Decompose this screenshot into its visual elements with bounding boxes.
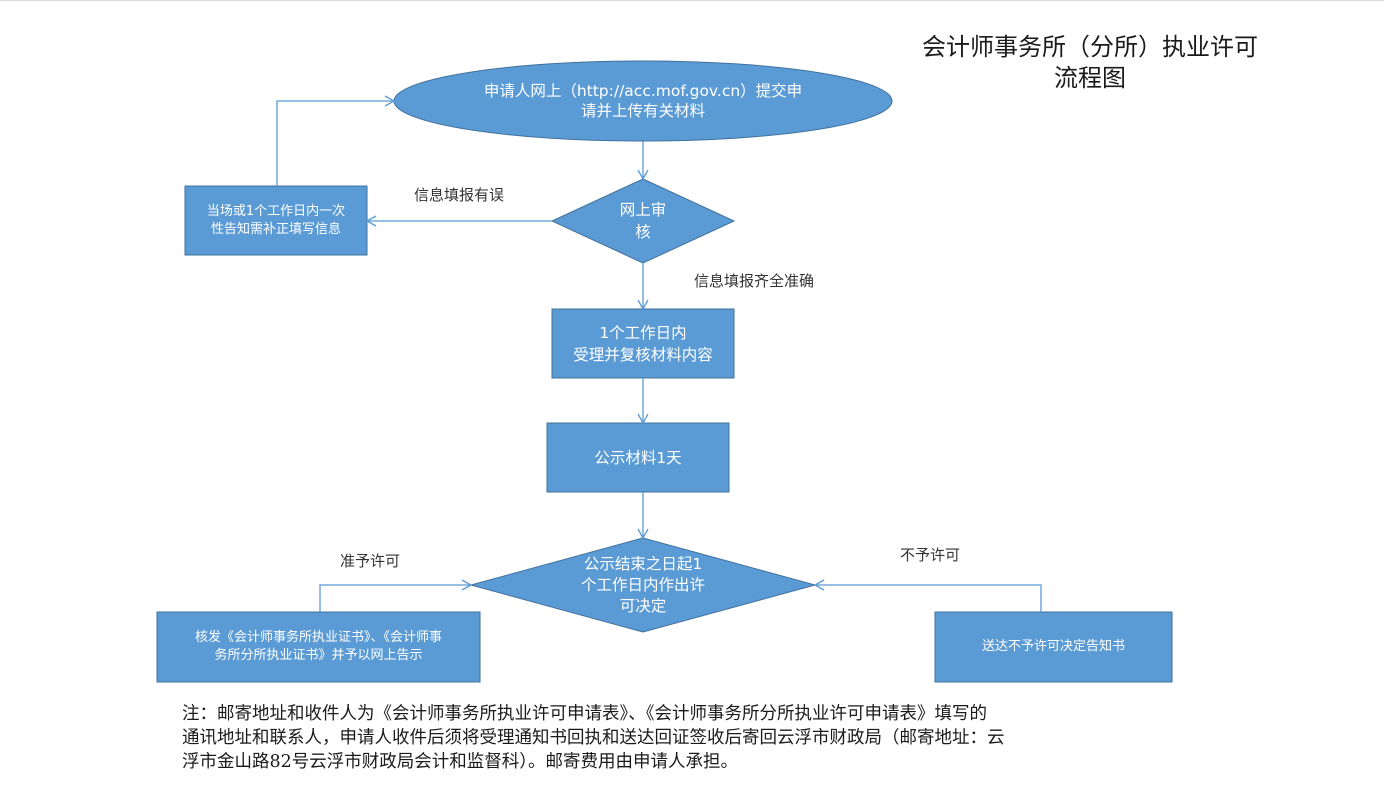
issue-cert-text: 核发《会计师事务所执业证书》、《会计师事 务所分所执业证书》并予以网上告示 xyxy=(157,612,480,682)
footnote-line-2: 通讯地址和联系人，申请人收件后须将受理通知书回执和送达回证签收后寄回云浮市财政局… xyxy=(182,728,1005,748)
top-border xyxy=(0,0,1384,1)
label-info-complete: 信息填报齐全准确 xyxy=(694,272,815,290)
publicize-line-1: 公示材料1天 xyxy=(594,448,682,467)
arrow-correct-to-apply xyxy=(276,95,396,186)
title-line-2: 流程图 xyxy=(1054,64,1126,92)
decision-node xyxy=(469,537,817,633)
deny-notice-line-1: 送达不予许可决定告知书 xyxy=(981,639,1125,654)
apply-line-2: 请并上传有关材料 xyxy=(580,102,705,120)
publicize-node xyxy=(546,422,730,493)
online-review-line-2: 核 xyxy=(635,223,651,241)
issue-cert-node xyxy=(156,611,481,683)
online-review-text: 网上审 核 xyxy=(590,198,696,244)
footnote-line-3: 浮市金山路82号云浮市财政局会计和监督科）。邮寄费用由申请人承担。 xyxy=(182,752,739,772)
correct-info-node xyxy=(184,185,368,256)
issue-cert-line-2: 务所分所执业证书》并予以网上告示 xyxy=(214,648,423,663)
title-line-1: 会计师事务所（分所）执业许可 xyxy=(922,33,1258,61)
accept-review-line-1: 1个工作日内 xyxy=(599,323,687,342)
label-approve: 准予许可 xyxy=(340,552,401,570)
accept-review-line-2: 受理并复核材料内容 xyxy=(573,345,713,364)
apply-line-1: 申请人网上（http://acc.mof.gov.cn）提交申 xyxy=(483,82,803,100)
footnote-line-1: 注：邮寄地址和收件人为《会计师事务所执业许可申请表》、《会计师事务所分所执业许可… xyxy=(182,704,987,724)
issue-cert-line-1: 核发《会计师事务所执业证书》、《会计师事 xyxy=(194,630,442,645)
arrow-issue-to-decision xyxy=(319,579,473,612)
footnote: 注：邮寄地址和收件人为《会计师事务所执业许可申请表》、《会计师事务所分所执业许可… xyxy=(182,702,1172,774)
label-deny: 不予许可 xyxy=(900,546,961,564)
correct-info-line-1: 当场或1个工作日内一次 xyxy=(206,203,346,219)
correct-info-line-2: 性告知需补正填写信息 xyxy=(210,221,341,237)
accept-review-text: 1个工作日内 受理并复核材料内容 xyxy=(552,309,734,378)
deny-notice-text: 送达不予许可决定告知书 xyxy=(935,612,1172,682)
publicize-text: 公示材料1天 xyxy=(547,423,729,492)
online-review-line-1: 网上审 xyxy=(619,201,667,219)
label-info-error: 信息填报有误 xyxy=(414,186,505,204)
decision-line-3: 可决定 xyxy=(619,596,667,615)
decision-line-2: 个工作日内作出许 xyxy=(580,575,705,594)
decision-line-1: 公示结束之日起1 xyxy=(583,554,703,573)
decision-text: 公示结束之日起1 个工作日内作出许 可决定 xyxy=(552,550,734,620)
correct-info-text: 当场或1个工作日内一次 性告知需补正填写信息 xyxy=(185,186,367,255)
arrow-deny-to-decision xyxy=(813,579,1042,612)
apply-node-text: 申请人网上（http://acc.mof.gov.cn）提交申 请并上传有关材料 xyxy=(420,70,866,132)
deny-notice-node xyxy=(934,611,1173,683)
accept-review-node xyxy=(551,308,735,379)
page-title: 会计师事务所（分所）执业许可 流程图 xyxy=(880,32,1300,94)
